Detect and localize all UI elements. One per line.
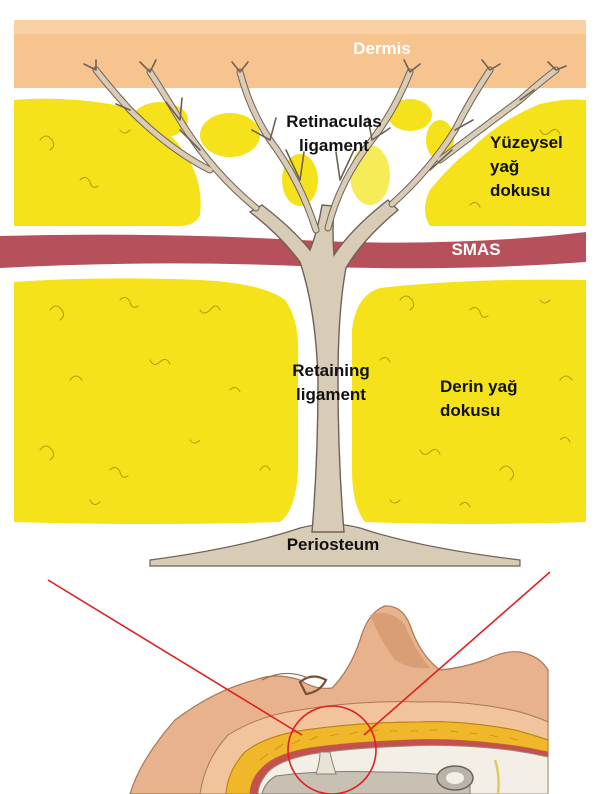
label-retaining-line2: ligament bbox=[296, 385, 366, 404]
superficial-fat-lobule bbox=[200, 113, 260, 157]
cutaway-orbit-inner bbox=[446, 772, 464, 784]
deep-fat-right bbox=[352, 279, 586, 524]
pointer-line-left bbox=[47, 579, 303, 736]
label-retinaculas-line2: ligament bbox=[299, 136, 369, 155]
label-dermis: Dermis bbox=[353, 39, 411, 58]
cutaway-nerve bbox=[493, 759, 500, 794]
deep-fat-left bbox=[14, 278, 299, 524]
superficial-fat-lobule bbox=[388, 99, 432, 131]
label-yuzeysel-line2: yağ bbox=[490, 157, 519, 176]
pointer-line-right bbox=[363, 571, 551, 736]
nose-shadow bbox=[370, 612, 430, 669]
cutaway-fat-cells bbox=[259, 729, 519, 761]
label-yuzeysel-line1: Yüzeysel bbox=[490, 133, 563, 152]
superficial-fat-lobule bbox=[426, 120, 454, 160]
superficial-fat-right bbox=[425, 99, 586, 226]
cutaway-mini-ligament bbox=[315, 751, 337, 775]
zoom-indicator bbox=[47, 571, 551, 794]
label-smas: SMAS bbox=[451, 240, 500, 259]
fat-texture bbox=[39, 128, 573, 508]
zoom-circle bbox=[287, 705, 377, 794]
dermis-fade bbox=[14, 20, 586, 34]
face-illustration bbox=[129, 605, 549, 794]
label-periosteum: Periosteum bbox=[287, 535, 380, 554]
eye-crease bbox=[261, 672, 309, 681]
label-retinaculas-line1: Retinaculas bbox=[286, 112, 381, 131]
retinacular-branches bbox=[83, 59, 567, 234]
label-derin-line1: Derin yağ bbox=[440, 377, 517, 396]
label-retaining-line1: Retaining bbox=[292, 361, 369, 380]
label-yuzeysel-line3: dokusu bbox=[490, 181, 550, 200]
label-derin-line2: dokusu bbox=[440, 401, 500, 420]
